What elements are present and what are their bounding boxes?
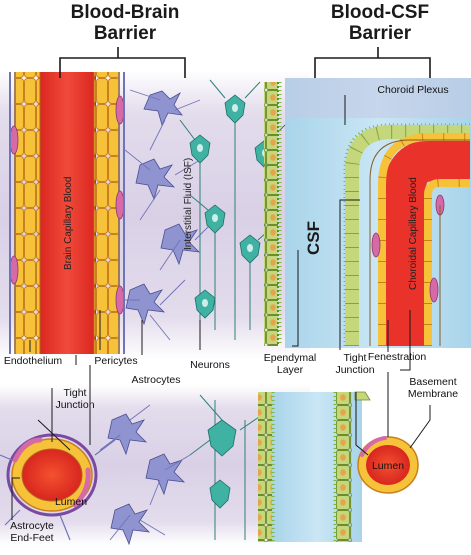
bbb-title: Blood-Brain Barrier	[70, 2, 180, 44]
neuron	[207, 419, 237, 457]
astrocyte-processes	[124, 89, 216, 341]
neurons-label: Neurons	[190, 359, 230, 371]
pericyte	[115, 285, 125, 315]
astrocytes-cluster	[125, 90, 201, 326]
basement-membrane-label: Basement Membrane	[407, 376, 459, 400]
astrocytes-lower	[107, 413, 186, 546]
pericyte	[115, 95, 125, 125]
endothelium-wall-right	[94, 72, 118, 354]
choroid-plexus-label: Choroid Plexus	[377, 84, 448, 96]
lumen-right-label: Lumen	[372, 460, 404, 472]
brain-capillary-blood-label: Brain Capillary Blood	[63, 177, 74, 270]
pericyte	[9, 255, 19, 285]
neuron	[209, 479, 231, 509]
astrocyte	[160, 223, 201, 266]
pericyte	[429, 277, 439, 303]
fenestration-label: Fenestration	[368, 351, 427, 363]
astrocyte	[143, 90, 183, 127]
astrocyte	[135, 158, 176, 201]
pericyte	[115, 190, 125, 220]
pericytes-label: Pericytes	[94, 355, 137, 367]
ependymal-layer-label: Ependymal Layer	[263, 352, 317, 376]
endothelium-wall-left	[16, 72, 40, 354]
brain-capillary: Brain Capillary Blood	[9, 72, 125, 354]
leader-lines	[29, 95, 411, 371]
tight-junction-left-label: Tight Junction	[55, 387, 95, 411]
ependymal-layer-lower	[258, 392, 275, 542]
endothelium-label: Endothelium	[4, 355, 63, 367]
choroidal-capillary-blood-label: Choroidal Capillary Blood	[408, 177, 419, 290]
lumen-left-label: Lumen	[55, 496, 87, 508]
neurons-lower	[189, 394, 263, 540]
ependymal-layer	[264, 82, 282, 346]
choroid-plexus	[343, 123, 470, 346]
bcsf-title: Blood-CSF Barrier	[330, 2, 430, 44]
astrocyte	[107, 413, 148, 456]
interstitial-fluid-label: Interstitial Fluid (ISF)	[183, 158, 194, 250]
csf-label: CSF	[304, 221, 323, 255]
choroid-cross-section	[333, 391, 419, 542]
astrocyte-end-feet-label: Astrocyte End-Feet	[10, 520, 54, 544]
neurons-cluster	[179, 79, 286, 340]
pericyte	[9, 125, 19, 155]
capillary-cross-section-left	[0, 433, 116, 541]
tight-junction-right-label: Tight Junction	[335, 352, 375, 376]
astrocyte	[125, 283, 166, 326]
title-brackets	[59, 47, 431, 78]
brain-capillary-blood	[38, 72, 96, 354]
pericyte	[371, 232, 381, 258]
astrocytes-label: Astrocytes	[131, 374, 180, 386]
